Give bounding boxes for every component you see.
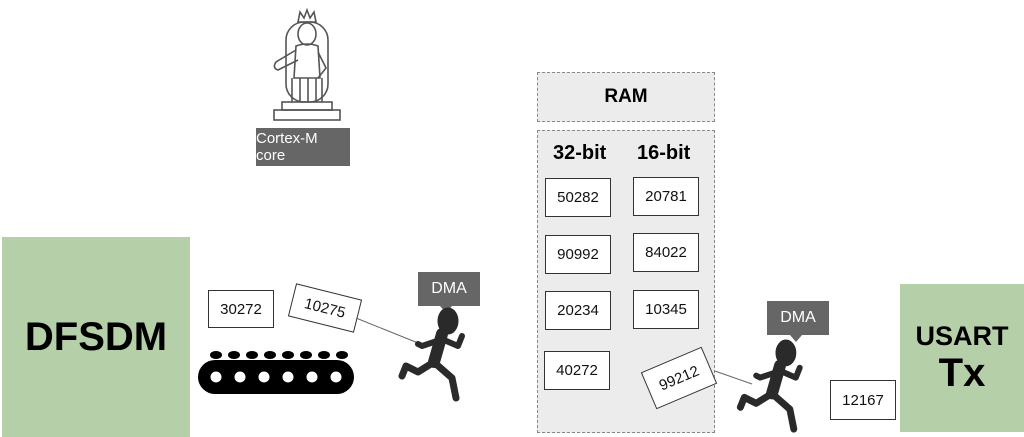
running-figure-icon bbox=[736, 339, 803, 433]
running-figure-icon bbox=[398, 307, 465, 402]
dma-label-tail bbox=[790, 335, 802, 342]
ram-cell-16: 20781 bbox=[633, 177, 699, 216]
dfsdm-label: DFSDM bbox=[24, 314, 168, 359]
ram-header: RAM bbox=[537, 72, 715, 122]
dma-label-left: DMA bbox=[418, 272, 480, 306]
dma-label-right: DMA bbox=[767, 301, 829, 335]
ram-cell-32: 90992 bbox=[545, 235, 611, 274]
usart-tx-peripheral: USART Tx bbox=[900, 284, 1024, 432]
ram-cell-16: 84022 bbox=[633, 233, 699, 272]
ram-cell-32: 20234 bbox=[545, 291, 611, 330]
tx-label: Tx bbox=[938, 351, 986, 395]
ram-title: RAM bbox=[604, 86, 648, 107]
data-sample-box: 30272 bbox=[208, 290, 274, 328]
ram-cell-32: 40272 bbox=[544, 351, 610, 390]
col-header-32bit: 32-bit bbox=[553, 142, 607, 164]
ram-cell-16: 10345 bbox=[633, 290, 699, 329]
col-header-16bit: 16-bit bbox=[637, 142, 691, 164]
conveyor-belt-icon bbox=[198, 351, 354, 394]
dfsdm-peripheral: DFSDM bbox=[2, 237, 190, 437]
transmit-sample-box: 12167 bbox=[830, 380, 896, 420]
cortex-m-core-label: Cortex-M core bbox=[256, 128, 350, 166]
throne-king-icon bbox=[273, 8, 341, 121]
ram-cell-32: 50282 bbox=[545, 178, 611, 217]
usart-label: USART bbox=[915, 321, 1009, 351]
